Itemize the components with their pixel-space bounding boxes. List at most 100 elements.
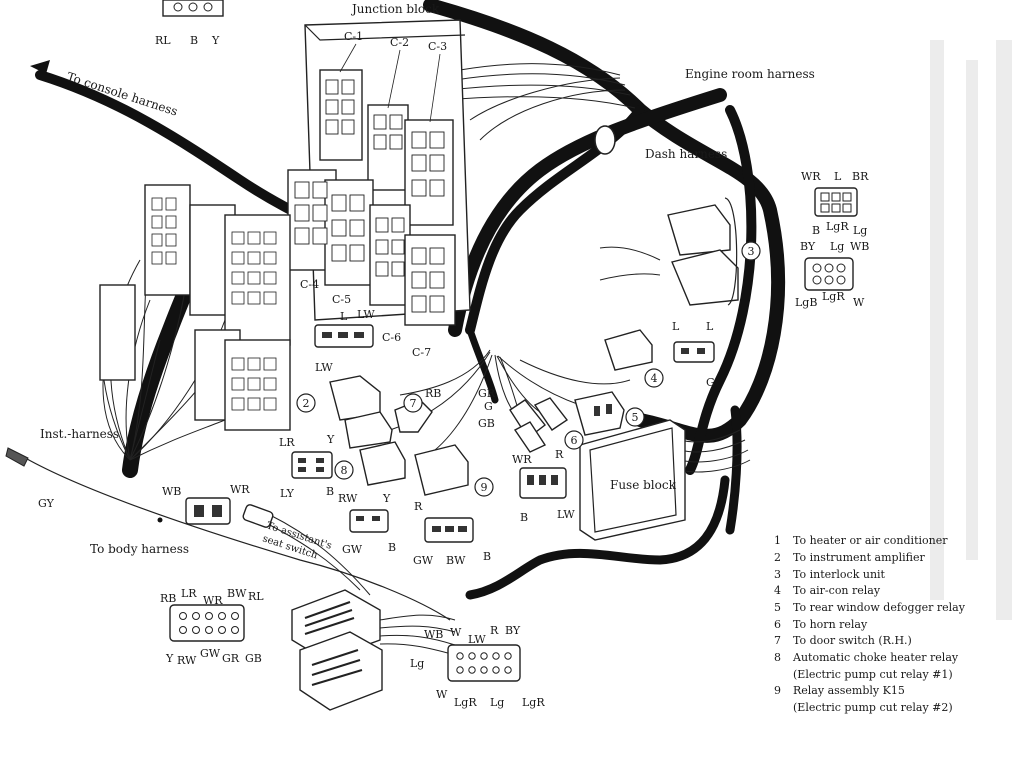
interlock-unit-connectors: [667, 197, 739, 306]
inst-harness-connectors: [99, 184, 291, 431]
wire-code: G: [484, 400, 493, 413]
wire-code: LgR: [822, 290, 845, 303]
wire-code: WB: [424, 628, 443, 641]
callout-numbers: 2 3 4 5 6 7 8 9: [303, 245, 755, 494]
label-c7: C-7: [412, 346, 431, 359]
legend-num: 6: [774, 618, 781, 631]
callout-7-label: 7: [410, 397, 417, 410]
wire-code: GB: [478, 417, 495, 430]
callout-5-label: 5: [632, 411, 639, 424]
wire-code: Lg: [410, 657, 424, 670]
dash-harness-lower: [685, 105, 757, 475]
page-margin-bleed: [930, 40, 1012, 620]
callout-7: [403, 393, 423, 413]
wire-code: GW: [200, 647, 221, 660]
wire-code: LW: [468, 633, 486, 646]
wire-code: WR: [203, 594, 223, 607]
legend-subtext: (Electric pump cut relay #2): [793, 701, 953, 714]
legend-text: To heater or air conditioner: [793, 534, 948, 547]
wire-code: B: [388, 541, 396, 554]
wire-code: LgR: [454, 696, 477, 709]
wire-code: Lg: [830, 240, 844, 253]
wire-code: Y: [326, 433, 335, 446]
wire-code: LW: [557, 508, 575, 521]
label-c3: C-3: [428, 40, 447, 53]
label-c6: C-6: [382, 331, 401, 344]
inst-harness-label: Inst.-harness: [40, 427, 119, 441]
wire-code: LW: [357, 308, 375, 321]
dash-harness-label: Dash harness: [645, 147, 727, 161]
legend-num: 7: [774, 634, 781, 647]
wire-code: WR: [801, 170, 821, 183]
connector-4: L L G: [604, 320, 715, 389]
wire-code: B: [812, 224, 820, 237]
assistant-seat-switch-connector: To assistant's seat switch: [242, 504, 333, 562]
wire-code: LY: [280, 487, 295, 500]
wire-code: LR: [181, 587, 197, 600]
engine-room-harness-label: Engine room harness: [685, 67, 815, 81]
connector-big-right: WB W LW R BY Lg W LgR Lg LgR: [410, 624, 545, 709]
wire-code: L: [672, 320, 680, 333]
legend-text: To door switch (R.H.): [793, 634, 912, 647]
wire-code: L: [834, 170, 842, 183]
wire-code: BY: [505, 624, 521, 637]
wire-code: WB: [850, 240, 869, 253]
wire-code: GW: [413, 554, 434, 567]
legend-num: 5: [774, 601, 781, 614]
wire-code: Y: [165, 652, 174, 665]
wire-code: GW: [342, 543, 363, 556]
legend-text: To horn relay: [793, 618, 868, 631]
legend-text: Automatic choke heater relay: [792, 651, 959, 664]
legend-subtext: (Electric pump cut relay #1): [793, 668, 953, 681]
wire-code: BW: [227, 587, 247, 600]
dash-harness-trunk: [448, 88, 727, 337]
wire-code: B: [483, 550, 491, 563]
connector-8: LR Y LY B: [279, 433, 335, 500]
wire-code: RW: [177, 654, 197, 667]
console-arrow-icon: [30, 60, 50, 74]
wire-code: W: [450, 626, 462, 639]
wire-code: B: [520, 511, 528, 524]
legend-text: To instrument amplifier: [793, 551, 925, 564]
wire-code: RB: [160, 592, 176, 605]
wire-code: BR: [852, 170, 869, 183]
legend-num: 3: [774, 568, 781, 581]
fuse-block-label: Fuse block: [610, 478, 677, 492]
callout-4-label: 4: [651, 372, 658, 385]
callout-3-label: 3: [748, 245, 755, 258]
wire-code: RL: [248, 590, 264, 603]
wire-code: Lg: [490, 696, 504, 709]
label-c4: C-4: [300, 278, 319, 291]
wire-code: GY: [38, 497, 55, 510]
wire-code: LgB: [795, 296, 817, 309]
callout-8-label: 8: [341, 464, 348, 477]
wire-code: WB: [162, 485, 181, 498]
legend-text: Relay assembly K15: [793, 684, 905, 697]
wire-code: W: [436, 688, 448, 701]
wire-code: R: [555, 448, 564, 461]
wire-code: L: [340, 310, 348, 323]
wire-code: RB: [425, 387, 441, 400]
legend-text: To air-con relay: [793, 584, 881, 597]
wire-code: GB: [245, 652, 262, 665]
connector-5: [574, 391, 625, 436]
wire-code: R: [490, 624, 499, 637]
connector-6: GR G GB: [478, 387, 569, 453]
junction-block-label: Junction block: [350, 2, 440, 16]
connector-rl-b-y: RL B Y: [155, 0, 224, 47]
callout-4: [644, 368, 664, 388]
connector-fuse-side: WR R B LW: [512, 448, 575, 524]
callout-5: [625, 407, 645, 427]
connector-big-left: RB LR WR BW RL Y RW GW GR GB: [160, 587, 264, 667]
body-harness-trunk: [465, 475, 730, 600]
callout-6-label: 6: [571, 434, 578, 447]
callout-9: [474, 477, 494, 497]
legend-num: 1: [774, 534, 781, 547]
label-c5: C-5: [332, 293, 351, 306]
dash-grommet: [594, 125, 616, 155]
wire-code: B: [190, 34, 198, 47]
wire-code: LR: [279, 436, 295, 449]
label-c2: C-2: [390, 36, 409, 49]
wire-code: LgR: [826, 220, 849, 233]
